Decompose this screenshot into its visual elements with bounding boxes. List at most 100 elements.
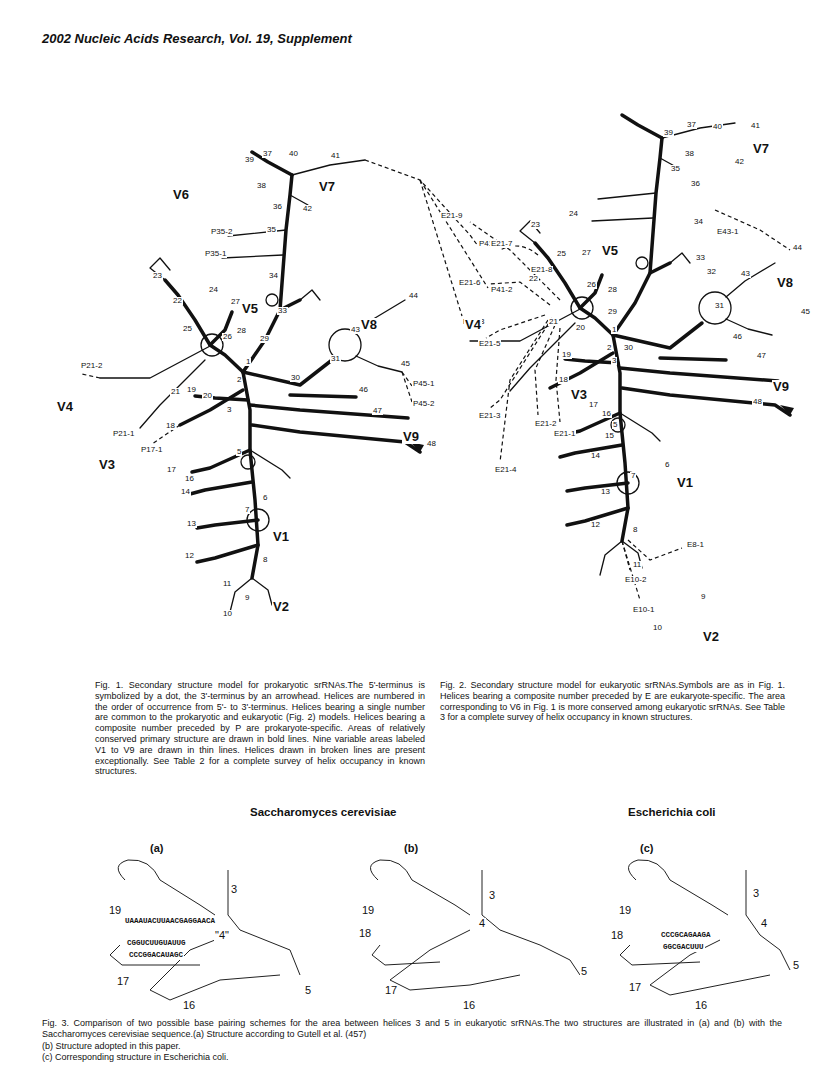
panel-label: (c)	[640, 843, 653, 855]
panel-label: (a)	[150, 843, 163, 855]
helix-number: 30	[623, 344, 634, 352]
helix-number: 20	[202, 392, 213, 400]
helix-number: 4	[760, 918, 768, 930]
helix-number: 34	[693, 218, 704, 226]
helix-number: 7	[244, 506, 250, 514]
helix-number: 37	[262, 150, 273, 158]
helix-number: E21-4	[494, 466, 517, 474]
helix-number: P35-1	[204, 250, 227, 258]
helix-number: 24	[568, 210, 579, 218]
variable-region-label: V5	[601, 244, 619, 258]
helix-number: 5	[792, 960, 800, 972]
helix-number: E21-5	[478, 340, 501, 348]
helix-number: 46	[358, 386, 369, 394]
helix-number: 41	[750, 122, 761, 130]
variable-region-label: V3	[570, 388, 588, 402]
running-head: 2002 Nucleic Acids Research, Vol. 19, Su…	[42, 32, 352, 46]
helix-number: 19	[186, 386, 197, 394]
helix-number: 20	[575, 324, 586, 332]
helix-number: 3	[488, 890, 496, 902]
helix-number: 33	[277, 307, 288, 315]
helix-number: 44	[408, 292, 419, 300]
helix-number: 46	[732, 333, 743, 341]
helix-number: 47	[756, 352, 767, 360]
helix-number: 5	[304, 985, 312, 997]
variable-region-label: V7	[318, 180, 336, 194]
sequence-fragment: CCCGCAGAAGA	[660, 932, 712, 940]
sequence-fragment: UAAAUACUUAACGAGGAACA	[124, 918, 216, 926]
helix-number: 40	[288, 150, 299, 158]
helix-number: 8	[262, 556, 268, 564]
helix-number: 33	[695, 254, 706, 262]
helix-number: 16	[462, 1000, 476, 1012]
helix-number: 18	[358, 928, 372, 940]
helix-number: 21	[548, 318, 559, 326]
figure-caption: Fig. 1. Secondary structure model for pr…	[95, 680, 425, 777]
helix-number: 32	[706, 268, 717, 276]
helix-number: 7	[630, 472, 636, 480]
helix-number: 43	[740, 270, 751, 278]
figure-caption: Fig. 3. Comparison of two possible base …	[42, 1018, 782, 1040]
helix-number: E21-6	[458, 279, 481, 287]
figure-caption: (b) Structure adopted in this paper.	[42, 1041, 782, 1052]
helix-number: 36	[272, 203, 283, 211]
helix-number: 14	[180, 488, 191, 496]
helix-number: 17	[588, 401, 599, 409]
helix-number: P35-2	[210, 228, 233, 236]
helix-number: E21-8	[530, 266, 553, 274]
helix-number: 39	[663, 129, 674, 137]
sequence-fragment: GGCGACUUU	[662, 944, 705, 952]
helix-number: 25	[556, 250, 567, 258]
helix-number: 42	[734, 158, 745, 166]
helix-number: 26	[222, 333, 233, 341]
helix-number: 45	[400, 360, 411, 368]
helix-number: 23	[530, 221, 541, 229]
helix-number: 44	[792, 244, 803, 252]
helix-number: 13	[600, 488, 611, 496]
helix-number: E10-1	[632, 606, 655, 614]
helix-number: 19	[561, 351, 572, 359]
helix-number: 43	[350, 326, 361, 334]
helix-number: 2	[236, 376, 242, 384]
helix-number: P41-2	[490, 286, 513, 294]
helix-number: 12	[184, 552, 195, 560]
helix-number: 9	[244, 594, 250, 602]
helix-number: 3	[611, 357, 617, 365]
helix-number: 10	[222, 610, 233, 618]
variable-region-label: V9	[402, 430, 420, 444]
helix-number: 27	[581, 249, 592, 257]
variable-region-label: V6	[172, 188, 190, 202]
helix-number: E43-1	[716, 228, 739, 236]
variable-region-label: V7	[752, 142, 770, 156]
organism-name: Saccharomyces cerevisiae	[250, 806, 396, 818]
helix-number: 28	[607, 286, 618, 294]
helix-number: 23	[152, 272, 163, 280]
sequence-fragment: CGGUCUUGUAUUG	[126, 940, 187, 948]
helix-number: 22	[172, 297, 183, 305]
helix-number: 35	[670, 165, 681, 173]
variable-region-label: V8	[360, 318, 378, 332]
helix-number: 4	[478, 918, 486, 930]
helix-number: 3	[226, 406, 232, 414]
helix-number: 11	[222, 580, 232, 588]
sequence-fragment: CCCGGACAUAGC	[128, 952, 184, 960]
helix-number: 19	[108, 905, 122, 917]
helix-number: 9	[700, 593, 706, 601]
helix-number: P45-1	[412, 380, 435, 388]
organism-name: Escherichia coli	[628, 806, 716, 818]
helix-number: E21-3	[478, 412, 501, 420]
helix-number: 11	[632, 561, 642, 569]
helix-number: 48	[752, 398, 763, 406]
helix-number: E21-2	[534, 420, 557, 428]
helix-number: 31	[714, 302, 725, 310]
helix-number: 17	[166, 466, 177, 474]
variable-region-label: V4	[56, 400, 74, 414]
helix-number: P17-1	[140, 446, 163, 454]
figure-caption: (c) Corresponding structure in Escherich…	[42, 1052, 782, 1063]
helix-number: P45-2	[412, 400, 435, 408]
variable-region-label: V2	[702, 630, 720, 644]
variable-region-label: V2	[272, 600, 290, 614]
helix-number: 37	[686, 121, 697, 129]
helix-number: E21-1	[553, 430, 576, 438]
helix-number: 36	[690, 180, 701, 188]
